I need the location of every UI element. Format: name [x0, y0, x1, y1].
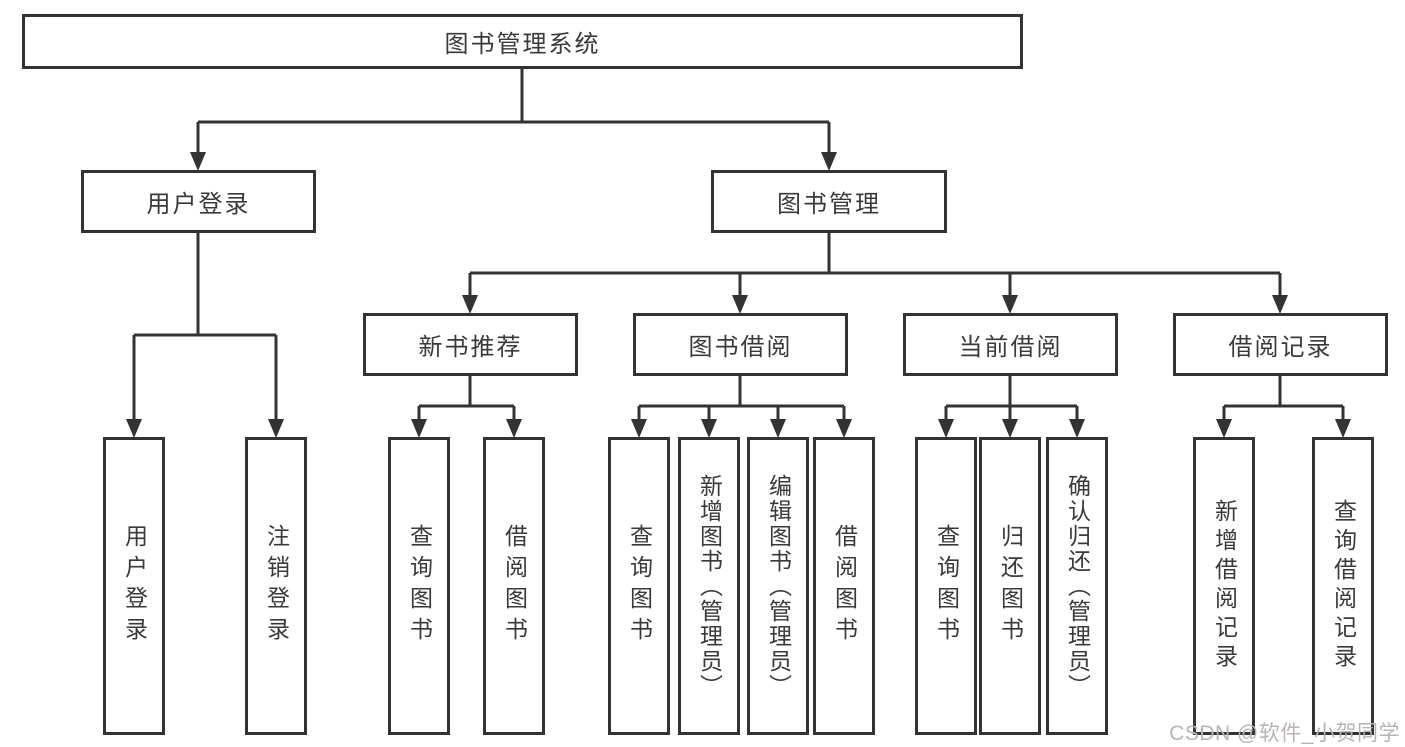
- node-return-book: 归还图书: [979, 437, 1041, 735]
- node-edit-book-admin: 编辑图书（管理员）: [747, 437, 809, 735]
- node-add-book-admin: 新增图书（管理员）: [678, 437, 740, 735]
- node-user-login-group: 用户登录: [81, 170, 316, 233]
- node-label: 新增借阅记录: [1211, 499, 1238, 673]
- arrowhead-icon: [770, 419, 786, 438]
- node-label: 新增图书（管理员）: [696, 473, 723, 699]
- node-query-borrow-record: 查询借阅记录: [1312, 437, 1374, 735]
- node-current-borrow: 当前借阅: [903, 313, 1118, 376]
- node-book-management: 图书管理: [711, 170, 947, 233]
- arrowhead-icon: [126, 419, 142, 438]
- arrowhead-icon: [462, 295, 478, 314]
- node-label: 用户登录: [146, 191, 251, 218]
- node-query-books-current: 查询图书: [915, 437, 977, 735]
- node-new-book-recommend: 新书推荐: [363, 313, 578, 376]
- arrowhead-icon: [836, 419, 852, 438]
- node-add-borrow-record: 新增借阅记录: [1193, 437, 1255, 735]
- arrowhead-icon: [190, 152, 206, 171]
- node-label: 归还图书: [997, 524, 1024, 648]
- node-label: 借阅图书: [831, 524, 858, 648]
- arrowhead-icon: [938, 419, 954, 438]
- node-borrow-books-recommend: 借阅图书: [483, 437, 545, 735]
- node-library-system: 图书管理系统: [22, 14, 1023, 69]
- arrowhead-icon: [1002, 295, 1018, 314]
- node-label: 图书管理: [777, 191, 881, 218]
- node-label: 查询图书: [406, 524, 433, 648]
- arrowhead-icon: [732, 295, 748, 314]
- arrowhead-icon: [1216, 419, 1232, 438]
- node-user-login: 用户登录: [103, 437, 165, 735]
- node-label: 图书管理系统: [444, 31, 601, 58]
- arrowhead-icon: [1272, 295, 1288, 314]
- node-label: 用户登录: [121, 524, 148, 648]
- node-label: 图书借阅: [688, 334, 793, 361]
- arrowhead-icon: [506, 419, 522, 438]
- node-label: 确认归还（管理员）: [1064, 473, 1091, 699]
- node-logout: 注销登录: [245, 437, 307, 735]
- arrowhead-icon: [268, 419, 284, 438]
- node-query-books-recommend: 查询图书: [388, 437, 450, 735]
- arrowhead-icon: [1069, 419, 1085, 438]
- arrowhead-icon: [701, 419, 717, 438]
- node-label: 借阅图书: [501, 524, 528, 648]
- node-label: 新书推荐: [418, 334, 523, 361]
- arrowhead-icon: [631, 419, 647, 438]
- arrowhead-icon: [1002, 419, 1018, 438]
- node-label: 编辑图书（管理员）: [765, 473, 792, 699]
- csdn-watermark: CSDN @软件_小贺同学: [1169, 722, 1400, 745]
- node-label: 查询借阅记录: [1330, 499, 1357, 673]
- node-label: 查询图书: [933, 524, 960, 648]
- arrowhead-icon: [1335, 419, 1351, 438]
- node-query-books-borrow: 查询图书: [608, 437, 670, 735]
- node-label: 当前借阅: [958, 334, 1063, 361]
- node-borrow-records: 借阅记录: [1173, 313, 1388, 376]
- node-confirm-return-admin: 确认归还（管理员）: [1046, 437, 1108, 735]
- node-book-borrow: 图书借阅: [633, 313, 848, 376]
- node-label: 注销登录: [263, 524, 290, 648]
- arrowhead-icon: [821, 152, 837, 171]
- node-borrow-books: 借阅图书: [813, 437, 875, 735]
- node-label: 借阅记录: [1228, 334, 1333, 361]
- node-label: 查询图书: [626, 524, 653, 648]
- arrowhead-icon: [411, 419, 427, 438]
